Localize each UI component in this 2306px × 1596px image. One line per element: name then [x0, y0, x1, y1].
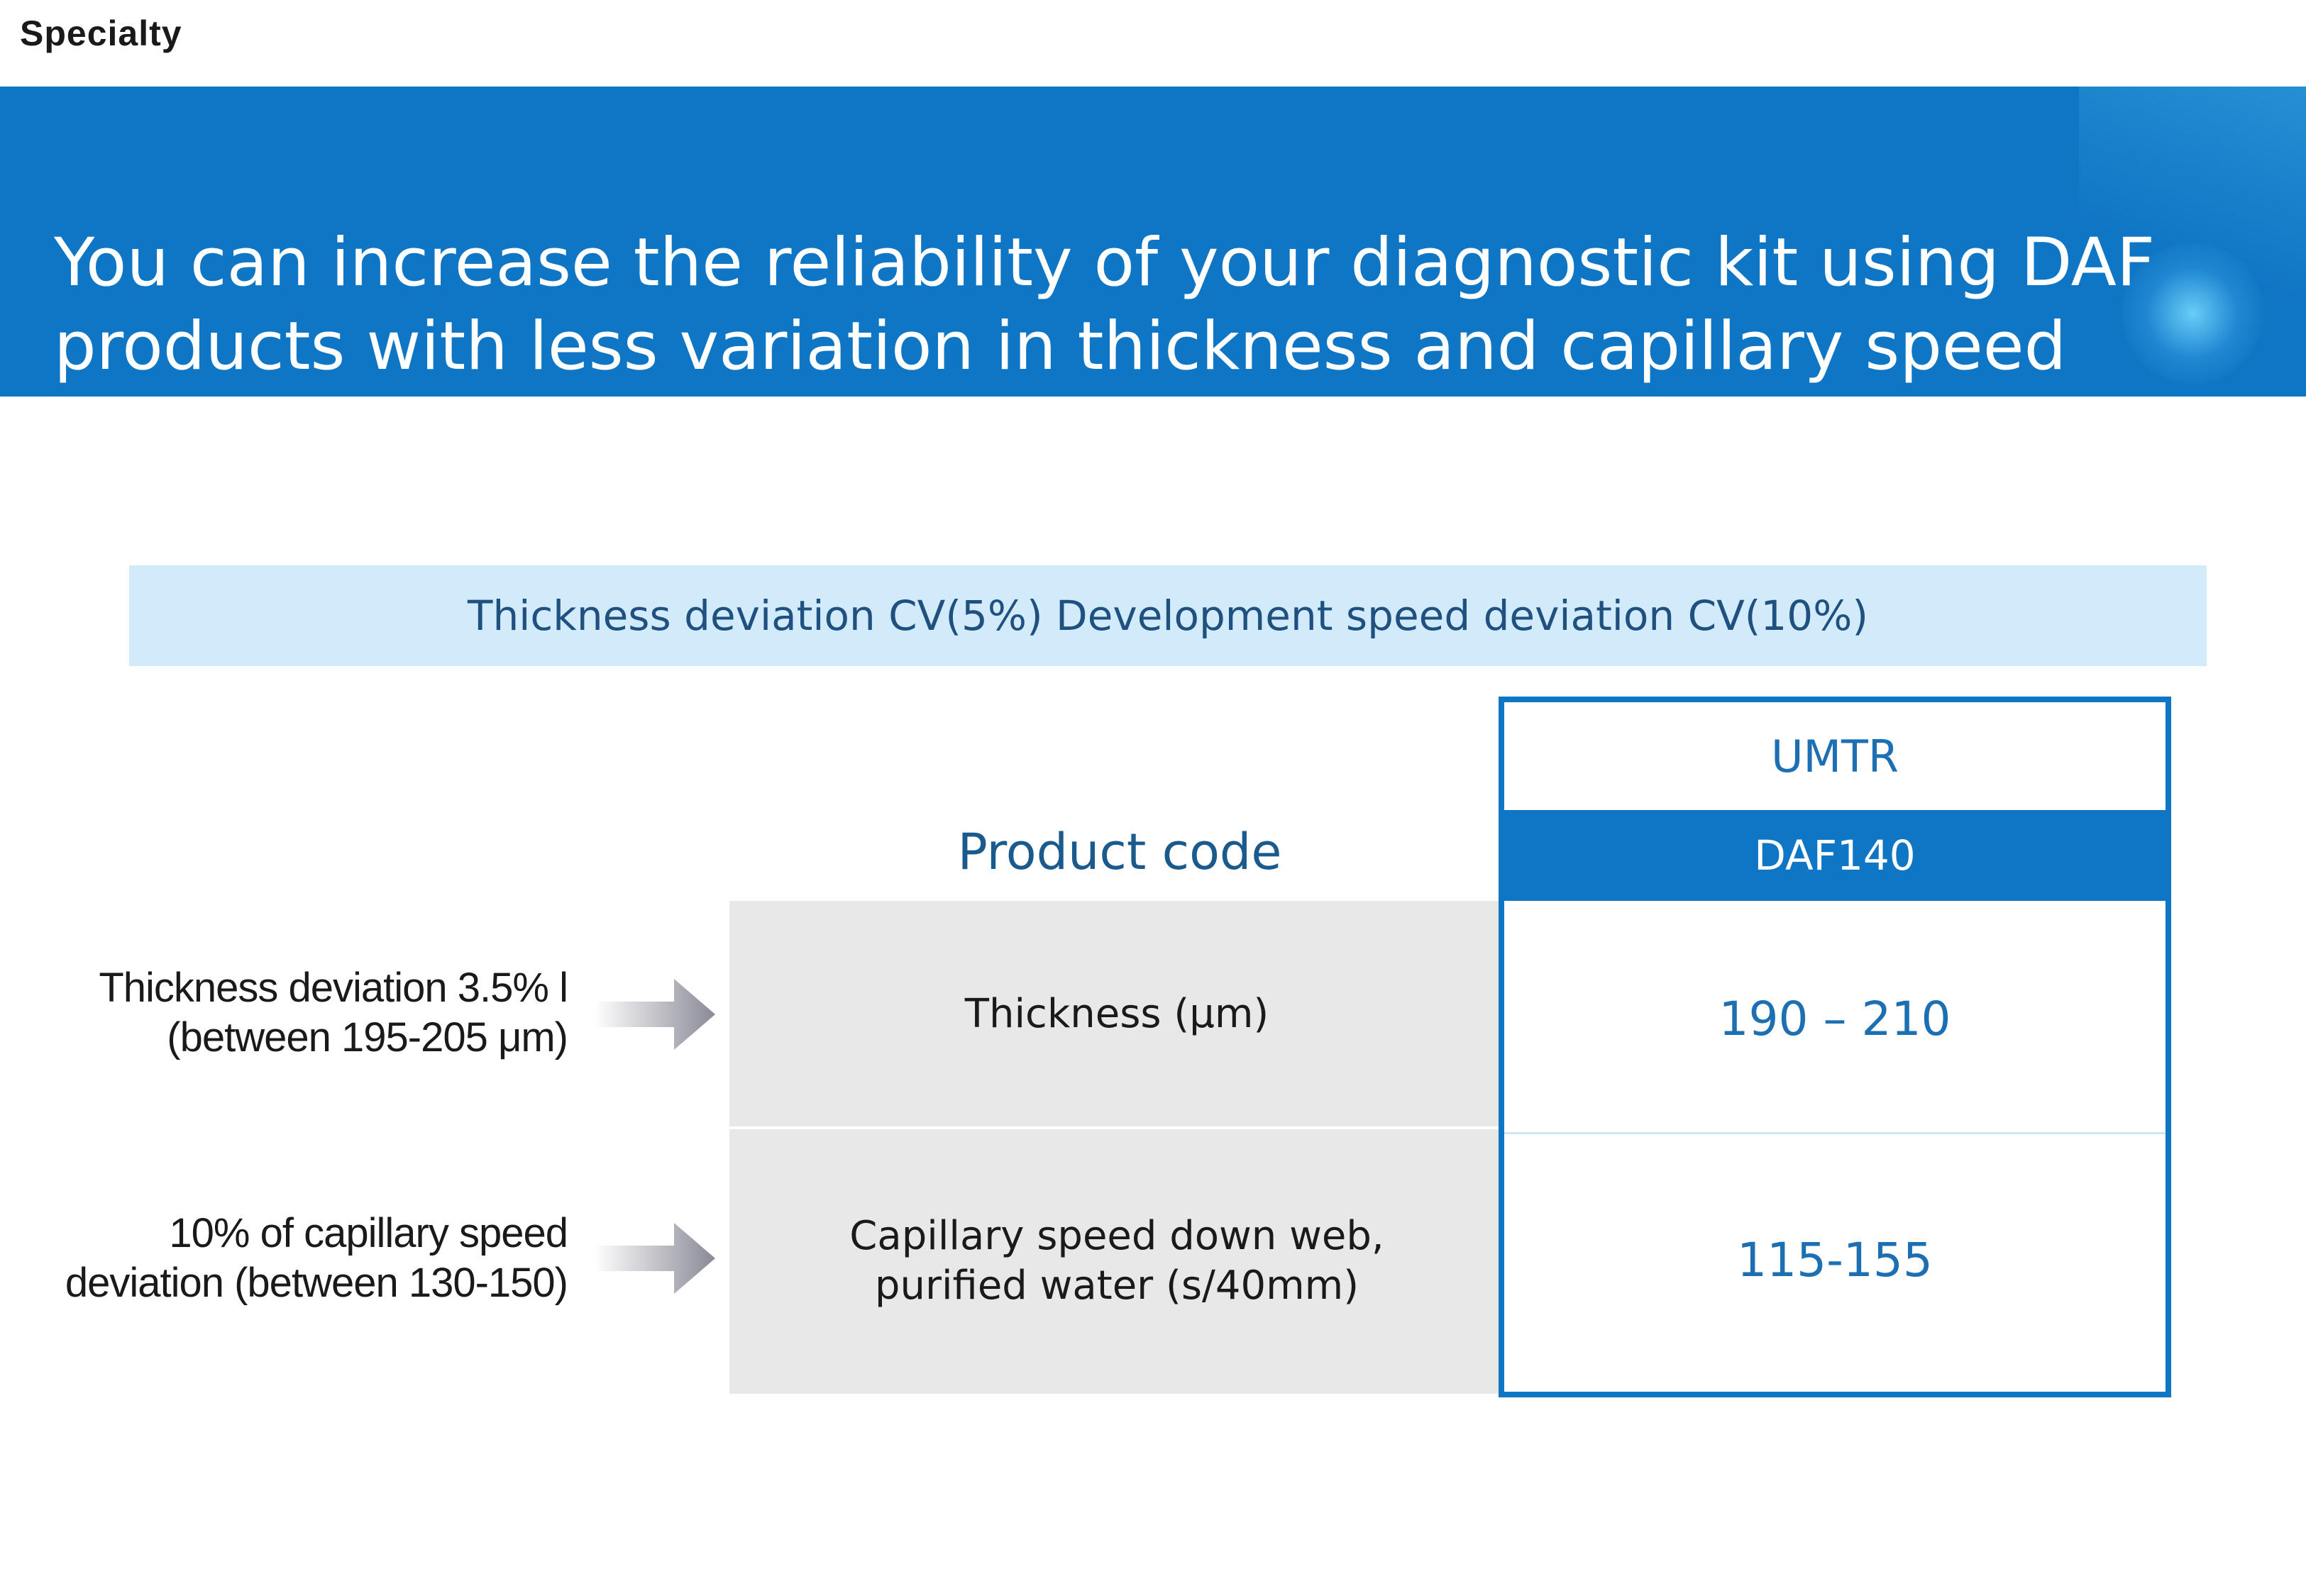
thickness-label-line: Thickness (μm): [964, 991, 1269, 1037]
capillary-note-line1: 10% of capillary speed: [169, 1210, 568, 1256]
thickness-deviation-note: Thickness deviation 3.5% l (between 195-…: [99, 963, 568, 1063]
summary-text: Thickness deviation CV(5%) Development s…: [468, 592, 1868, 640]
section-label: Specialty: [20, 13, 182, 53]
brand-header: UMTR: [1771, 730, 1899, 782]
capillary-deviation-note: 10% of capillary speed deviation (betwee…: [65, 1209, 568, 1308]
thickness-note-line2: (between 195-205 μm): [167, 1014, 568, 1060]
banner-light-glow: [2122, 243, 2263, 384]
page-title: You can increase the reliability of your…: [54, 224, 2156, 385]
capillary-speed-label: Capillary speed down web, purified water…: [729, 1212, 1504, 1311]
thickness-label: Thickness (μm): [729, 990, 1504, 1039]
right-arrow-icon: [595, 979, 715, 1050]
summary-strip: Thickness deviation CV(5%) Development s…: [129, 565, 2207, 666]
umtr-product-column: UMTR DAF140 190 – 210 115-155: [1499, 697, 2171, 1397]
product-code-label: Product code: [957, 823, 1282, 881]
value-divider: [1504, 1132, 2166, 1134]
thickness-value: 190 – 210: [1719, 992, 1951, 1046]
title-banner: You can increase the reliability of your…: [0, 87, 2306, 397]
right-arrow-icon: [595, 1223, 715, 1294]
property-column: [729, 901, 1504, 1394]
capillary-speed-value: 115-155: [1737, 1233, 1933, 1287]
property-divider: [729, 1126, 1504, 1129]
capillary-label-line2: purified water (s/40mm): [874, 1263, 1359, 1309]
product-header: DAF140: [1504, 810, 2166, 901]
capillary-note-line2: deviation (between 130-150): [65, 1260, 568, 1306]
capillary-label-line1: Capillary speed down web,: [849, 1213, 1384, 1259]
thickness-note-line1: Thickness deviation 3.5% l: [99, 965, 568, 1011]
